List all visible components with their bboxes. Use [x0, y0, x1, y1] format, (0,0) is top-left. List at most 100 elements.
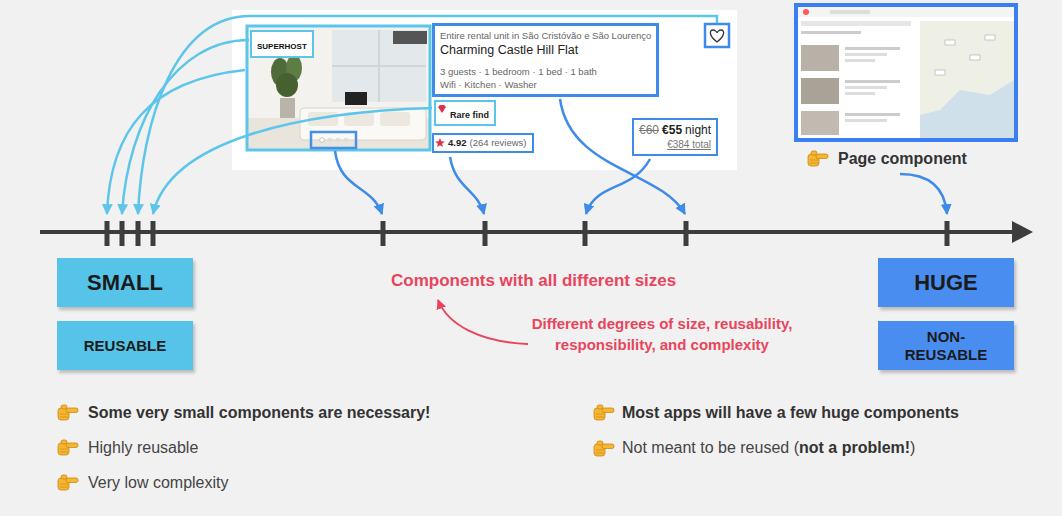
map-pin: [945, 40, 955, 45]
photo-wall: [247, 26, 430, 150]
size-axis: [40, 230, 1016, 234]
node-text: 3 guests · 1 bedroom · 1 bed · 1 bath: [440, 65, 651, 78]
axis-tick: [151, 221, 156, 246]
heart-outline: [705, 24, 729, 47]
bullet-text: Not meant to be reused (: [622, 439, 799, 456]
dots-outline: [311, 132, 356, 148]
window-frame: [332, 65, 426, 67]
node-text: HUGE: [914, 270, 978, 295]
text-row: SUPERHOST: [257, 35, 307, 53]
text-row: €384 total: [639, 138, 711, 151]
card-screenshot: [232, 10, 737, 170]
text-row: €60€55night: [639, 123, 711, 138]
leader-arrow: [107, 70, 245, 214]
page-line: [845, 113, 900, 116]
photo-window: [332, 30, 426, 102]
node-text: night: [685, 123, 711, 138]
node-text: Charming Castle Hill Flat: [440, 42, 651, 59]
bullet-text: Highly reusable: [88, 438, 198, 458]
leader-arrow: [335, 151, 382, 214]
page-search: [830, 10, 870, 14]
page-line: [845, 47, 900, 50]
plant-pot: [280, 98, 295, 118]
axis-tick: [945, 221, 950, 246]
node-text: NON-REUSABLE: [905, 328, 988, 363]
text-row: Entire rental unit in São Cristóvão e Sã…: [440, 29, 651, 42]
trait-box: NON-REUSABLE: [878, 321, 1014, 370]
badge-box: Rare find: [434, 100, 496, 126]
badge-box: SUPERHOST: [250, 30, 314, 58]
node-text: (264 reviews): [470, 137, 527, 149]
pointing-hand-icon: [808, 151, 828, 166]
leader-arrows: [107, 16, 947, 344]
axis-tick: [583, 221, 588, 246]
heart-icon: [710, 30, 723, 42]
page-line: [845, 86, 887, 89]
map-pin: [985, 35, 995, 40]
pointing-hand-icon: [58, 440, 78, 455]
map-pin: [970, 55, 980, 60]
node-text: €55: [662, 123, 682, 138]
text-row: 3 guests · 1 bedroom · 1 bed · 1 bath: [440, 65, 651, 78]
map-pin: [935, 70, 945, 75]
page-thumb: [801, 111, 839, 135]
bullet-row: Not meant to be reused (not a problem!): [622, 438, 915, 458]
bullet-text: not a problem!: [799, 439, 910, 456]
axis-ticks: [107, 221, 947, 246]
text-row: NON-REUSABLE: [896, 328, 996, 364]
text-row: Rare find: [450, 104, 489, 122]
photo-tv: [345, 92, 367, 105]
node-text: €384 total: [667, 138, 711, 151]
price-box: €60€55night€384 total: [632, 118, 718, 156]
leader-arrow: [450, 157, 484, 214]
bullet-text: Very low complexity: [88, 473, 229, 493]
axis-tick: [120, 221, 125, 246]
axis-tick: [684, 221, 689, 246]
node-text: Entire rental unit in São Cristóvão e Sã…: [440, 29, 651, 42]
bullet-text: ): [910, 439, 915, 456]
page-line: [845, 92, 875, 95]
leader-arrow: [153, 108, 432, 214]
axis-tick: [483, 221, 488, 246]
pointing-hand-icon: [58, 475, 78, 490]
pointing-hand-icon: [594, 441, 614, 456]
page-logo: [803, 9, 809, 15]
leader-arrow: [900, 174, 947, 214]
bullet-text: Most apps will have a few huge component…: [622, 403, 959, 423]
node-text: REUSABLE: [84, 337, 167, 354]
size-box: HUGE: [878, 258, 1014, 307]
sofa-cushion: [380, 112, 410, 126]
page-map: [920, 21, 1014, 138]
trait-box: REUSABLE: [57, 321, 193, 370]
gem-icon: [438, 105, 446, 113]
axis-tick: [105, 221, 110, 246]
photo-overlay: [393, 31, 427, 44]
page-thumb: [801, 78, 839, 104]
star-icon: [435, 138, 445, 147]
bullet-text: Some very small components are necessary…: [88, 403, 430, 423]
rating-box: 4.92(264 reviews): [432, 133, 534, 153]
plant-leaf: [276, 73, 298, 97]
photo-outline: [247, 26, 430, 150]
page-header: [798, 7, 1014, 17]
callout-arrow: [438, 300, 528, 344]
text-row: HUGE: [914, 270, 978, 296]
node-text: SMALL: [87, 270, 163, 295]
page-line: [845, 53, 887, 56]
pointing-hand-icon: [594, 405, 614, 420]
page-line: [801, 31, 861, 34]
page-line: [845, 59, 875, 62]
map-land: [920, 21, 1014, 115]
node-text: €60: [639, 123, 659, 138]
pointing-hand-icon: [58, 405, 78, 420]
axis-tick: [136, 221, 141, 246]
listing-title-box: Entire rental unit in São Cristóvão e Sã…: [432, 23, 659, 97]
sub-note: Different degrees of size, reusability, …: [482, 313, 842, 355]
text-row: REUSABLE: [84, 337, 167, 355]
node-text: Wifi · Kitchen · Washer: [440, 78, 651, 91]
text-row: Wifi · Kitchen · Washer: [440, 78, 651, 91]
page-outline: [796, 5, 1016, 140]
size-box: SMALL: [57, 258, 193, 307]
carousel-dot: [320, 138, 325, 143]
